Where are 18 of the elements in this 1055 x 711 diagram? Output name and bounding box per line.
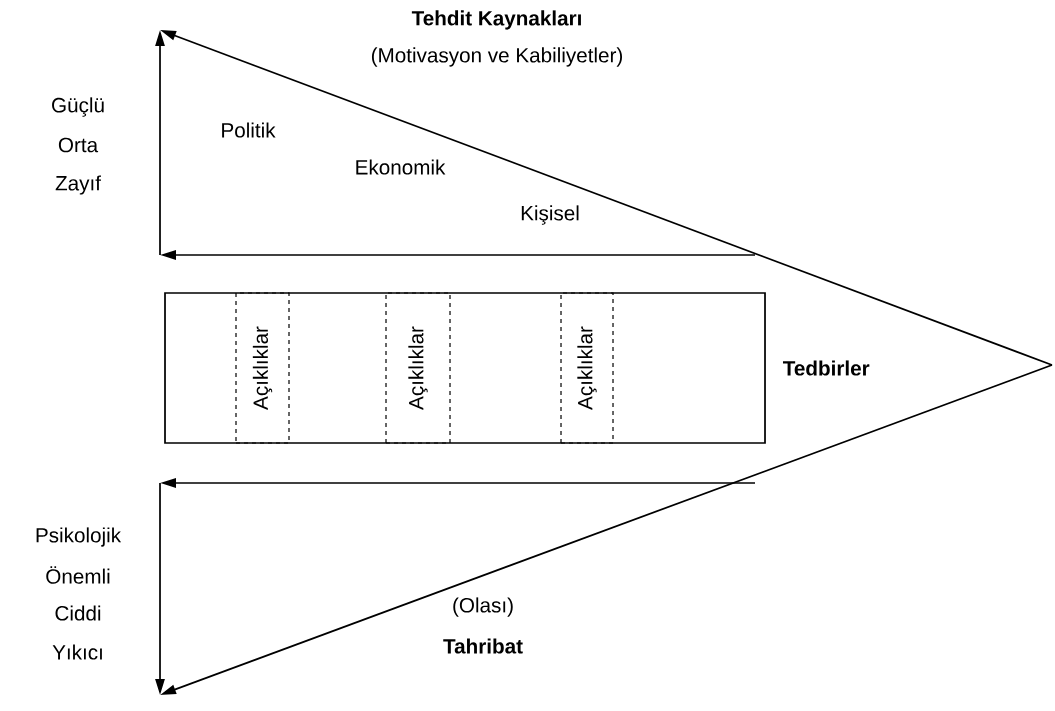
label: Orta (58, 137, 99, 153)
label: Ekonomik (356, 159, 446, 175)
gap-strip: Açıklıklar (385, 292, 451, 444)
label: (Motivasyon ve Kabiliyetler) (371, 47, 622, 67)
label: Ciddi (55, 605, 101, 621)
label: Önemli (46, 566, 110, 584)
label: Kişisel (521, 205, 579, 225)
label: Psikolojik (36, 527, 122, 547)
label: Yıkıcı (52, 644, 102, 660)
label: Zayıf (55, 175, 101, 195)
label: (Olası) (453, 597, 513, 617)
label: Tehdit Kaynakları (411, 10, 581, 30)
gap-strip: Açıklıklar (235, 292, 290, 444)
label: Tahribat (443, 638, 523, 654)
label: Güçlü (52, 97, 104, 117)
label: Politik (222, 122, 276, 138)
gap-strip: Açıklıklar (560, 292, 614, 444)
node-label: Tedbirler (783, 360, 870, 376)
